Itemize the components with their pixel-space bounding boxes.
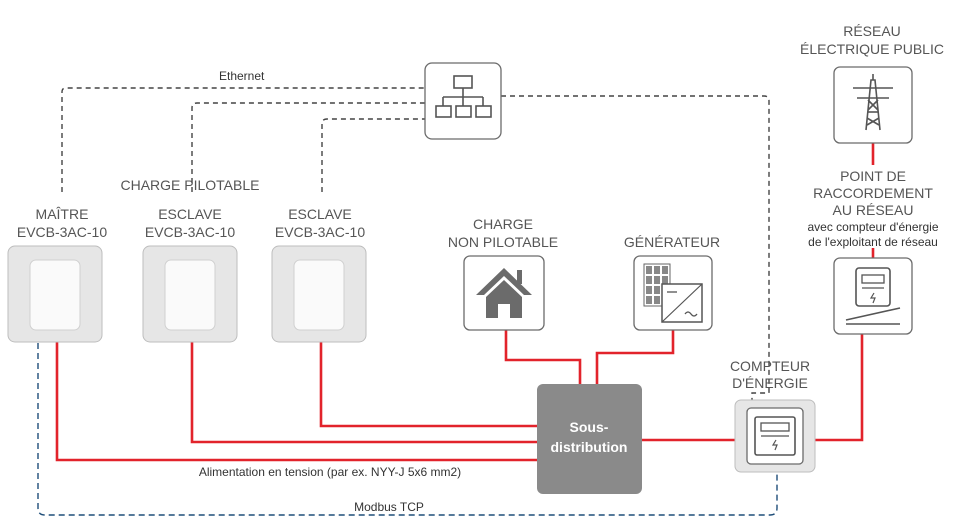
ethernet-lines	[61, 87, 770, 400]
solar-panel-icon	[643, 263, 703, 323]
connection-label-2: RACCORDEMENT	[813, 185, 933, 201]
slave1-label-2: EVCB-3AC-10	[145, 224, 235, 240]
power-line-generator	[595, 330, 675, 384]
modbus-label: Modbus TCP	[354, 500, 424, 514]
ethernet-line-meter	[501, 95, 770, 400]
sub-distribution: Sous- distribution	[537, 384, 642, 494]
master-label-2: EVCB-3AC-10	[17, 224, 107, 240]
meter-label-1: COMPTEUR	[730, 358, 810, 374]
nonpilot-load	[463, 255, 545, 331]
power-line-nonpilot	[504, 330, 582, 384]
subdist-label-2: distribution	[551, 439, 628, 455]
grid-connection-meter	[833, 257, 913, 335]
slave2-label-1: ESCLAVE	[288, 206, 352, 222]
slave2-label-2: EVCB-3AC-10	[275, 224, 365, 240]
meter-icon	[754, 416, 796, 456]
modbus-line	[37, 343, 778, 516]
generator-label: GÉNÉRATEUR	[624, 234, 720, 250]
meter-label-2: D'ÉNERGIE	[732, 375, 808, 391]
grid-label-2: ÉLECTRIQUE PUBLIC	[800, 41, 944, 57]
subdist-label-1: Sous-	[570, 419, 609, 435]
ethernet-line-master	[61, 87, 425, 192]
generator	[633, 255, 713, 331]
network-icon	[435, 75, 492, 118]
power-lines	[55, 143, 875, 462]
grid-label-1: RÉSEAU	[843, 23, 901, 39]
house-icon	[476, 268, 532, 318]
master-charger	[7, 245, 103, 343]
power-line-slave2	[319, 342, 538, 428]
grid-meter-icon	[845, 267, 901, 325]
ethernet-line-slave1	[191, 102, 425, 192]
power-line-meter-connection	[814, 334, 864, 442]
connection-label-5: de l'exploitant de réseau	[808, 235, 938, 249]
power-supply-label: Alimentation en tension (par ex. NYY-J 5…	[199, 465, 461, 479]
connection-label-4: avec compteur d'énergie	[807, 220, 938, 234]
master-label-1: MAÎTRE	[36, 206, 89, 222]
slave1-charger	[142, 245, 238, 343]
nonpilot-label-1: CHARGE	[473, 216, 533, 232]
charge-pilotable-label: CHARGE PILOTABLE	[120, 177, 259, 193]
ethernet-line-slave2	[321, 118, 425, 192]
charger-icon	[29, 259, 81, 331]
slave2-charger	[271, 245, 367, 343]
public-grid	[833, 66, 913, 144]
power-line-slave1	[190, 342, 538, 444]
pylon-icon	[853, 74, 893, 131]
slave1-label-1: ESCLAVE	[158, 206, 222, 222]
charger-icon	[293, 259, 345, 331]
connection-label-1: POINT DE	[840, 168, 906, 184]
connection-label-3: AU RÉSEAU	[833, 202, 914, 218]
network-switch	[424, 62, 502, 140]
energy-meter	[734, 399, 816, 473]
power-line-master	[55, 342, 538, 462]
charger-icon	[164, 259, 216, 331]
ethernet-label: Ethernet	[219, 69, 265, 83]
nonpilot-label-2: NON PILOTABLE	[448, 234, 558, 250]
